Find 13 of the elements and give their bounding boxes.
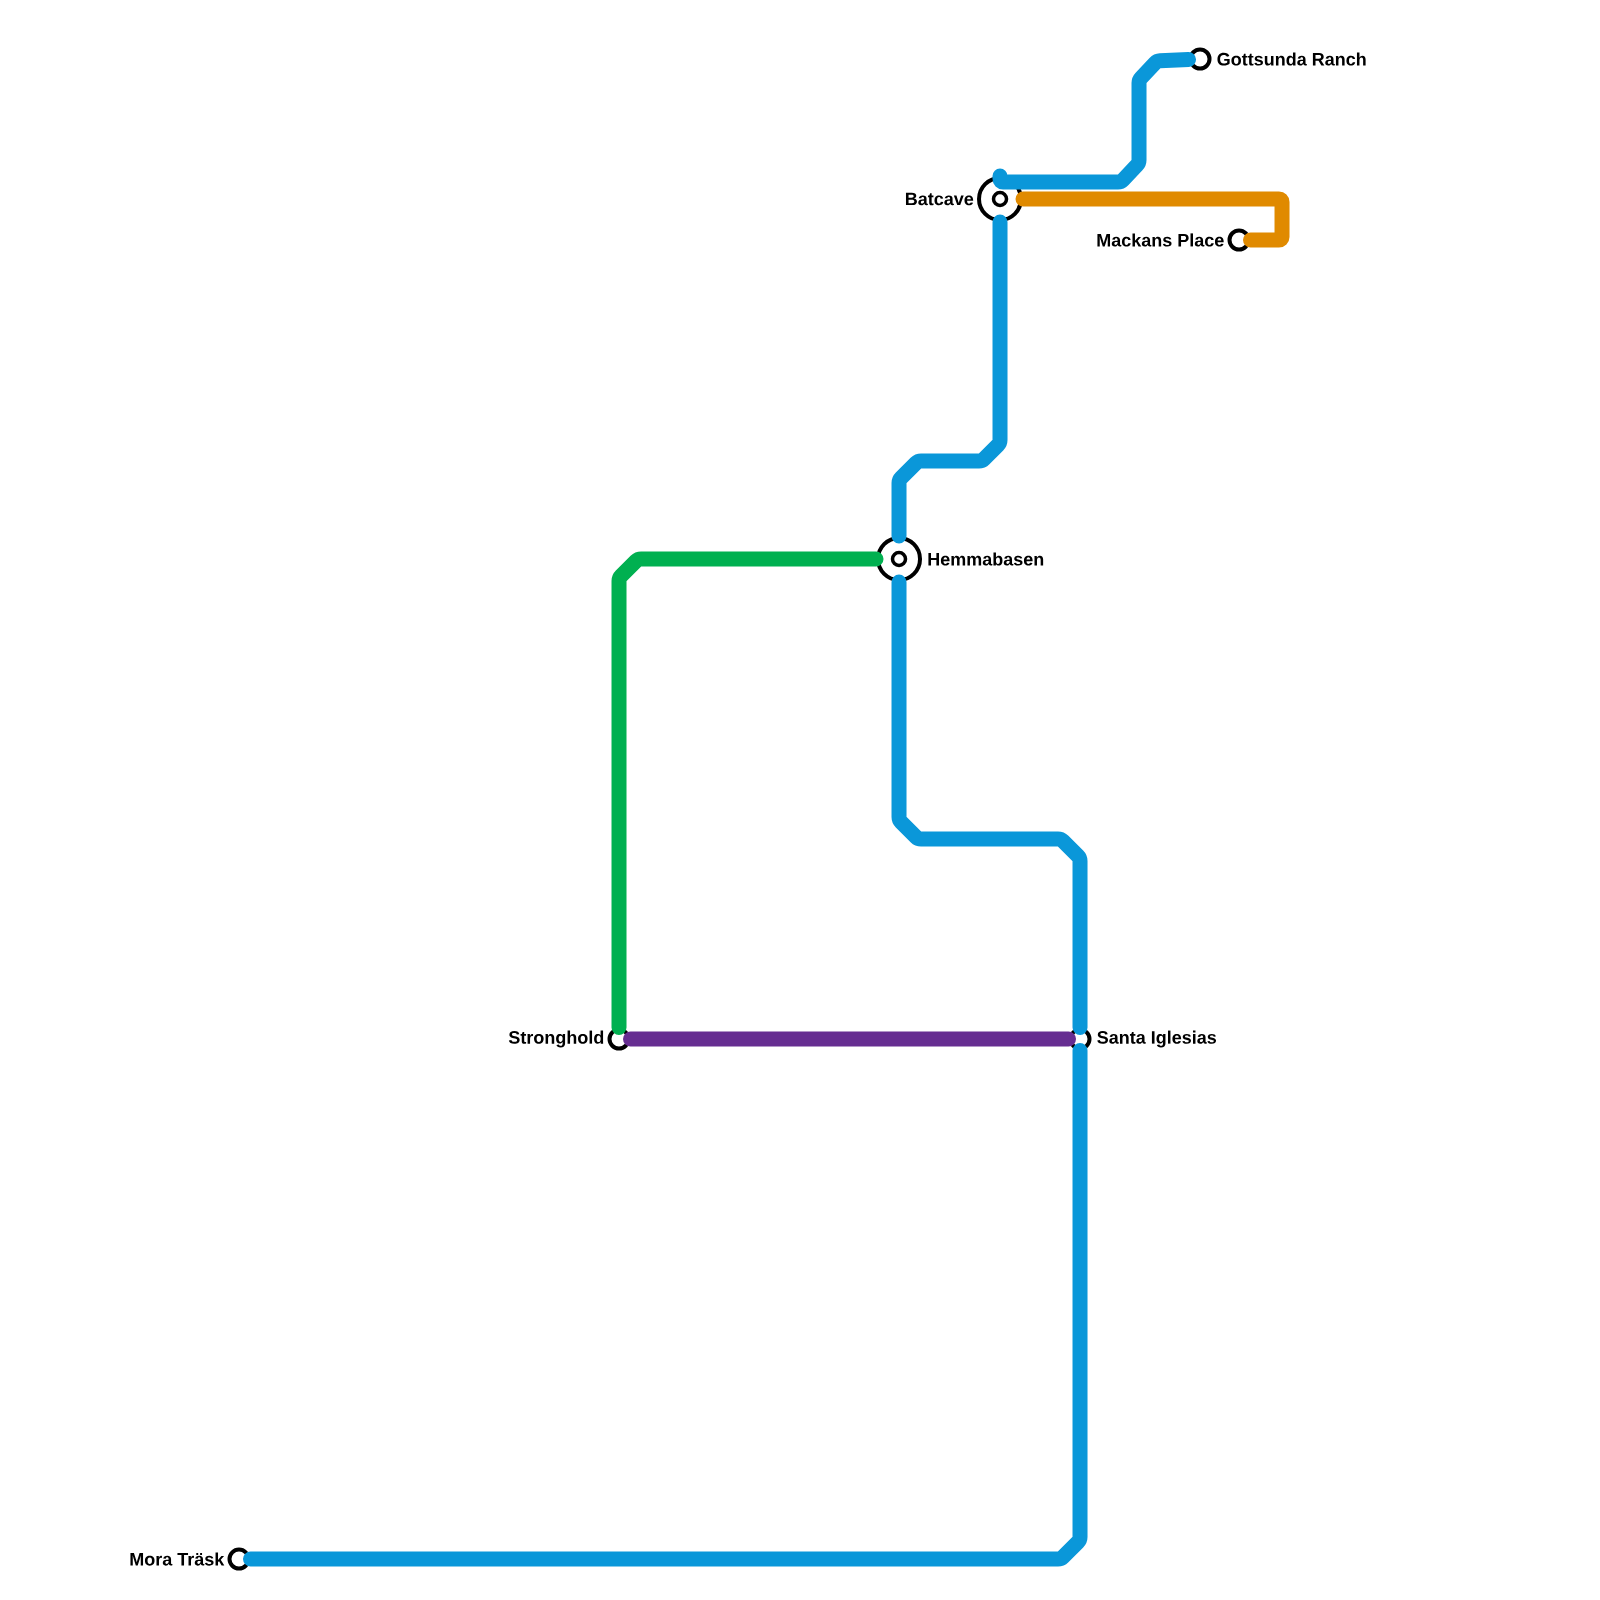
metro-line [891, 214, 1008, 544]
metro-line [623, 1031, 1076, 1047]
station-label: Stronghold [508, 1030, 604, 1048]
station-label: Santa Iglesias [1097, 1030, 1216, 1048]
metro-line [1015, 191, 1290, 248]
station-label: Gottsunda Ranch [1217, 52, 1366, 66]
metro-line [611, 551, 884, 1035]
station-label: Hemmabasen [928, 552, 1044, 566]
station-label: Batcave [905, 192, 974, 206]
station-label: Mackans Place [1097, 233, 1224, 247]
metro-line [243, 1043, 1088, 1567]
metro-line [891, 574, 1088, 1035]
station-label: Mora Träsk [130, 1552, 225, 1566]
